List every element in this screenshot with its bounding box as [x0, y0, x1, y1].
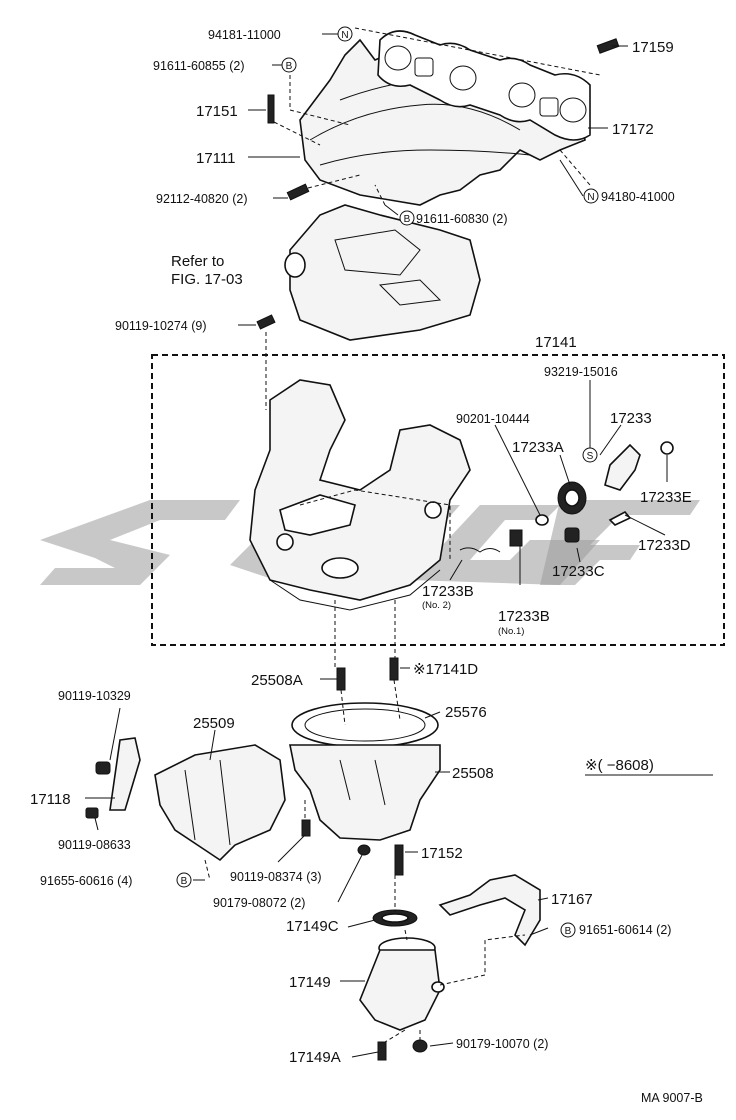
label-production-note: ※( −8608)	[585, 757, 654, 774]
manifold-assembly	[249, 379, 471, 611]
svg-text:S: S	[587, 451, 594, 462]
heat-shield-25509	[154, 744, 286, 862]
leader-lines	[85, 33, 668, 1058]
assembly-box-17141	[151, 354, 725, 646]
label-17233B-no2: 17233B	[422, 583, 474, 600]
label-17233B-no1: 17233B	[498, 608, 550, 625]
label-17159: 17159	[632, 39, 674, 56]
symbol-B-2: B	[399, 210, 415, 226]
label-17233D: 17233D	[638, 537, 691, 554]
label-17233: 17233	[610, 410, 652, 427]
label-25508A: 25508A	[251, 672, 303, 689]
label-17151: 17151	[196, 103, 238, 120]
label-93219-15016: 93219-15016	[544, 365, 618, 379]
label-90179-10070: 90179-10070 (2)	[456, 1037, 548, 1051]
bracket-17167	[438, 874, 541, 947]
gasket-17149C	[372, 909, 418, 927]
label-no-1: (No.1)	[498, 626, 524, 637]
manifold-gasket	[377, 30, 591, 141]
label-17149C: 17149C	[286, 918, 339, 935]
heat-insulator	[284, 204, 481, 341]
label-25508: 25508	[452, 765, 494, 782]
bracket-17118	[85, 737, 141, 819]
label-17233A: 17233A	[512, 439, 564, 456]
label-17118: 17118	[30, 791, 71, 808]
label-17152: 17152	[421, 845, 463, 862]
symbol-N-2: N	[583, 188, 599, 204]
label-90119-08633: 90119-08633	[58, 838, 131, 852]
label-no-2: (No. 2)	[422, 600, 451, 611]
label-90179-08072: 90179-08072 (2)	[213, 896, 305, 910]
label-17149: 17149	[289, 974, 331, 991]
label-91611-60855: 91611-60855 (2)	[153, 59, 245, 73]
label-refer-to: Refer to	[171, 253, 224, 270]
svg-text:B: B	[565, 926, 572, 937]
svg-text:N: N	[587, 192, 594, 203]
symbol-S: S	[582, 447, 598, 463]
symbol-B-4: B	[560, 922, 576, 938]
label-17141: 17141	[535, 334, 577, 351]
symbol-B-3: B	[176, 872, 192, 888]
label-94180-41000: 94180-41000	[601, 190, 675, 204]
symbol-N-1: N	[337, 26, 353, 42]
symbol-B-1: B	[281, 57, 297, 73]
svg-text:B: B	[404, 214, 411, 225]
label-25576: 25576	[445, 704, 487, 721]
label-17111: 17111	[196, 150, 236, 167]
label-92112-40820: 92112-40820 (2)	[156, 192, 248, 206]
label-91611-60830: 91611-60830 (2)	[416, 212, 508, 226]
figure-code: MA 9007-B	[641, 1091, 703, 1105]
label-90201-10444: 90201-10444	[456, 412, 530, 426]
label-25509: 25509	[193, 715, 235, 732]
catalytic-converter	[289, 702, 441, 841]
label-17172: 17172	[612, 121, 654, 138]
label-90119-10329: 90119-10329	[58, 689, 131, 703]
label-17141D: ※17141D	[413, 661, 478, 678]
guide-lines	[204, 27, 601, 1043]
label-17167: 17167	[551, 891, 593, 908]
svg-text:B: B	[181, 876, 188, 887]
heat-control-valve-parts	[459, 441, 674, 553]
svg-text:N: N	[341, 30, 348, 41]
label-17233C: 17233C	[552, 563, 605, 580]
label-94181-11000: 94181-11000	[208, 28, 281, 42]
label-fig-17-03: FIG. 17-03	[171, 271, 243, 288]
label-17149A: 17149A	[289, 1049, 341, 1066]
label-91655-60616: 91655-60616 (4)	[40, 874, 132, 888]
label-17233E: 17233E	[640, 489, 692, 506]
exhaust-pipe-17149	[359, 937, 445, 1031]
svg-text:B: B	[286, 61, 293, 72]
label-90119-08374: 90119-08374 (3)	[230, 870, 322, 884]
label-90119-10274: 90119-10274 (9)	[115, 319, 207, 333]
label-91651-60614: 91651-60614 (2)	[579, 923, 671, 937]
